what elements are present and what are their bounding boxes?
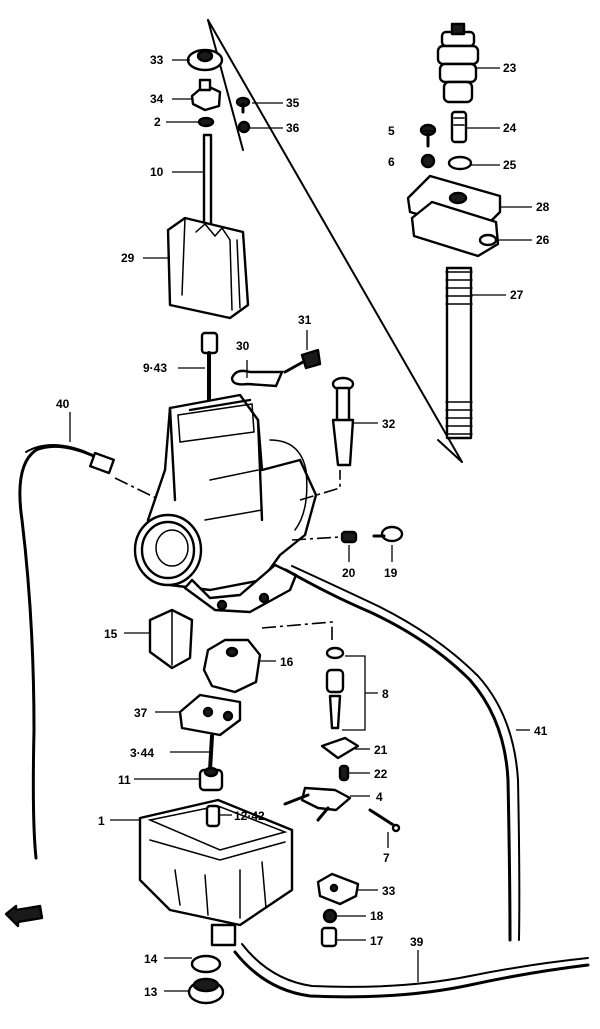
part-15-block	[148, 608, 194, 670]
carburetor-body	[133, 393, 318, 614]
part-25-washer	[447, 155, 473, 171]
callout-18: 18	[370, 909, 384, 923]
callout-16: 16	[280, 655, 294, 669]
part-31-screw	[283, 348, 322, 374]
callout-31: 31	[298, 313, 312, 327]
callout-14: 14	[144, 952, 158, 966]
callout-9-43: 9·43	[143, 361, 167, 375]
callout-2: 2	[154, 115, 161, 129]
callout-33-bot: 33	[382, 884, 396, 898]
callout-5: 5	[388, 124, 395, 138]
callout-28: 28	[536, 200, 550, 214]
part-29-throttle-valve	[166, 216, 250, 320]
callout-21: 21	[374, 743, 388, 757]
part-20-spring	[340, 530, 358, 544]
part-17-screw	[320, 926, 338, 948]
part-16-float	[202, 638, 262, 694]
callout-34: 34	[150, 92, 164, 106]
callout-17: 17	[370, 934, 384, 948]
part-4-float-arm	[283, 786, 352, 822]
callout-41: 41	[534, 724, 548, 738]
part-22-pin	[338, 764, 350, 782]
callout-6: 6	[388, 155, 395, 169]
callout-7: 7	[383, 851, 390, 865]
part-19-screw	[372, 525, 404, 543]
callout-35: 35	[286, 96, 300, 110]
part-21-clip	[320, 736, 360, 760]
part-8-needle-valve	[325, 646, 345, 730]
callout-8: 8	[382, 687, 389, 701]
callout-19: 19	[384, 566, 398, 580]
callout-26: 26	[536, 233, 550, 247]
callout-11: 11	[118, 773, 131, 787]
callout-4: 4	[376, 790, 383, 804]
part-23-cap	[436, 22, 480, 104]
callout-32: 32	[382, 417, 396, 431]
part-13-plug	[187, 977, 225, 1005]
callout-25: 25	[503, 158, 517, 172]
part-36-washer	[237, 120, 251, 134]
callout-22: 22	[374, 767, 388, 781]
part-33-plate	[316, 872, 360, 906]
part-27-spring	[445, 266, 473, 440]
part-34-adjuster	[190, 78, 222, 112]
callout-36: 36	[286, 121, 300, 135]
part-41-overflow-hose	[284, 565, 521, 942]
callout-24: 24	[503, 121, 517, 135]
part-33-cap	[186, 48, 224, 72]
part-26-gasket	[410, 200, 500, 258]
assembly-guide-lines	[114, 470, 341, 640]
front-arrow-icon	[4, 904, 44, 928]
callout-37: 37	[134, 706, 148, 720]
callout-20: 20	[342, 566, 356, 580]
part-2-oring	[197, 116, 215, 128]
part-5-screw	[419, 123, 437, 148]
part-9-jet-needle	[200, 331, 219, 412]
callout-15: 15	[104, 627, 118, 641]
callout-27: 27	[510, 288, 524, 302]
part-10-rod	[202, 133, 213, 227]
part-37-holder	[178, 693, 242, 737]
callout-10: 10	[150, 165, 164, 179]
part-18-washer	[322, 908, 338, 924]
callout-30: 30	[236, 339, 250, 353]
part-40-vent-hose	[18, 444, 115, 860]
part-1-float-bowl	[138, 798, 294, 947]
callout-23: 23	[503, 61, 517, 75]
leader-lines	[69, 59, 532, 992]
part-6-washer	[420, 153, 436, 169]
callout-labels: 33 34 2 10 29 9·43 35 36 23 24 25 5 6 28…	[56, 53, 550, 999]
part-11-jet	[198, 766, 224, 792]
part-3-jet	[208, 734, 214, 772]
part-7-pin	[368, 808, 401, 833]
part-39-drain-hose	[233, 943, 590, 999]
exploded-group-boundary	[207, 19, 463, 463]
part-14-gasket	[190, 954, 222, 974]
part-24-shaft	[450, 110, 468, 144]
callout-39: 39	[410, 935, 424, 949]
callout-1: 1	[98, 814, 105, 828]
part-35-screw	[235, 96, 251, 114]
callout-33-top: 33	[150, 53, 164, 67]
part-32-air-screw	[331, 376, 355, 467]
callout-13: 13	[144, 985, 158, 999]
callout-40: 40	[56, 397, 70, 411]
callout-29: 29	[121, 251, 135, 265]
callout-12-42: 12·42	[234, 809, 265, 823]
part-30-clip	[230, 369, 284, 388]
callout-3-44: 3·44	[130, 746, 154, 760]
